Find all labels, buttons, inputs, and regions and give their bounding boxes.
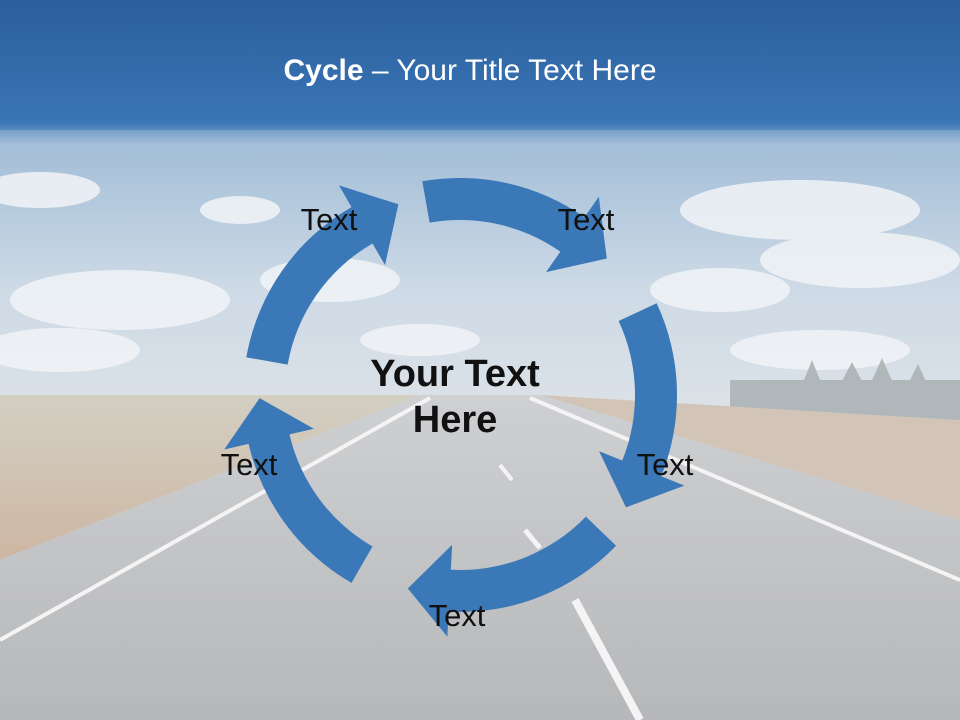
- cycle-label-right: Text: [636, 447, 694, 482]
- center-text: Your Text Here: [335, 351, 575, 443]
- cycle-label-top-right: Text: [557, 202, 615, 237]
- cycle-arrow-icon-1: [422, 178, 607, 273]
- cycle-arrow-icon-4: [224, 398, 373, 583]
- cycle-label-left: Text: [220, 447, 278, 482]
- slide-title: Cycle – Your Title Text Here: [0, 54, 940, 88]
- cycle-arrow-icon-2: [599, 303, 685, 508]
- cycle-label-bottom: Text: [428, 598, 486, 633]
- title-rest: – Your Title Text Here: [363, 54, 657, 87]
- center-text-line1: Your Text: [370, 353, 540, 395]
- center-text-line2: Here: [412, 399, 498, 441]
- cycle-arrow-icon-3: [407, 516, 617, 637]
- cycle-arrow-icon-5: [246, 185, 399, 365]
- cycle-label-top-left: Text: [300, 202, 358, 237]
- title-bold: Cycle: [283, 54, 364, 87]
